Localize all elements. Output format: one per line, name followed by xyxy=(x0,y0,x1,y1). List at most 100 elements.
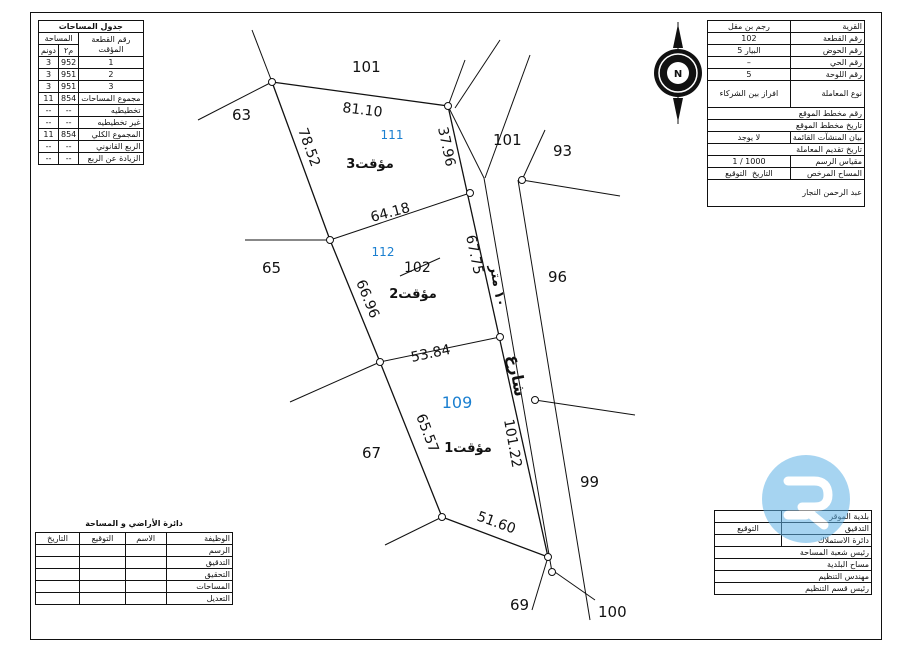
boundary-line xyxy=(521,179,621,197)
table-row: الرسم xyxy=(34,544,234,557)
table-row: 3 952 1 xyxy=(38,56,144,69)
strike-line xyxy=(399,257,441,277)
neighbor-number: 65 xyxy=(262,259,281,277)
dimension-label: 37.96 xyxy=(434,126,458,169)
dimension-label: 78.52 xyxy=(294,126,323,169)
neighbor-number: 101 xyxy=(352,58,381,76)
table-row: 3 951 2 xyxy=(38,68,144,81)
compass-letter: N xyxy=(674,69,682,80)
lot-label: مؤقت2 xyxy=(389,287,437,302)
dimension-label: 65.57 xyxy=(412,412,441,455)
old-parcel-number: 102 xyxy=(404,260,431,276)
street-edge xyxy=(517,179,591,621)
neighbor-number: 93 xyxy=(553,142,572,160)
boundary-line xyxy=(551,569,596,601)
table-row: التاريخ التوقيع المساح المرخص xyxy=(707,167,866,180)
dimension-label: 51.60 xyxy=(475,509,518,538)
boundary-line xyxy=(534,399,636,416)
boundary-line xyxy=(384,516,443,546)
corner-marker xyxy=(268,78,276,86)
area-table-title: جدول المساحات xyxy=(38,20,144,33)
lot-id: 112 xyxy=(372,245,395,259)
division-line xyxy=(329,192,471,241)
street-edge xyxy=(484,54,531,179)
neighbor-number: 63 xyxy=(232,106,251,124)
corner-marker xyxy=(544,553,552,561)
table-row: رقم مخطط الموقع xyxy=(707,107,865,120)
boundary-line xyxy=(521,129,546,181)
dimension-label: 64.18 xyxy=(369,200,412,226)
street-width-label: ١٠ متر xyxy=(486,263,508,308)
boundary-line xyxy=(447,59,466,107)
corner-marker xyxy=(496,333,504,341)
lot-id: 111 xyxy=(381,128,404,142)
dimension-label: 66.96 xyxy=(352,278,382,321)
m2-unit: م٢ xyxy=(57,44,80,57)
neighbor-number: 67 xyxy=(362,444,381,462)
lot-id: 109 xyxy=(442,393,473,412)
table-row: -- -- تخطيطيه xyxy=(38,104,144,117)
corner-marker xyxy=(518,176,526,184)
neighbor-number: 69 xyxy=(510,596,529,614)
table-row: عبد الرحمن النجار xyxy=(707,179,865,207)
boundary-line xyxy=(531,556,549,611)
lot-label: مؤقت3 xyxy=(346,157,394,172)
area-col-header: المساحة xyxy=(37,32,80,45)
table-row: تاريخ مخطط الموقع xyxy=(707,119,865,132)
table-row: تاريخ تقديم المعاملة xyxy=(707,143,865,156)
dunum-unit: دونم xyxy=(38,44,59,57)
corner-marker xyxy=(531,396,539,404)
table-row: التعديل xyxy=(34,592,234,605)
table-row: 11 854 مجموع المساحات xyxy=(38,92,144,105)
boundary-line xyxy=(197,81,273,121)
dimension-label: 101.22 xyxy=(500,418,524,469)
table-row: المساحات xyxy=(34,580,234,593)
table-row: التحقيق xyxy=(34,568,234,581)
north-arrow-icon: N xyxy=(654,22,702,124)
dimension-label: 67.75 xyxy=(462,234,486,277)
neighbor-number: 101 xyxy=(493,131,522,149)
boundary-line xyxy=(251,29,273,83)
area-table: جدول المساحات المساحة رقم القطعة المؤقت … xyxy=(37,20,144,165)
street-edge xyxy=(447,105,485,179)
neighbor-number: 100 xyxy=(598,603,627,621)
table-row: –رقم الحي xyxy=(707,56,866,69)
boundary-line xyxy=(289,361,381,403)
corner-marker xyxy=(466,189,474,197)
dimension-label: 81.10 xyxy=(342,100,384,121)
watermark-logo-icon xyxy=(762,455,850,543)
corner-marker xyxy=(326,236,334,244)
sheet-frame xyxy=(30,12,882,640)
dept-table: التاريخ التوقيع الاسم الوظيفة الرسم التد… xyxy=(34,532,234,605)
table-row: -- -- غير تخطيطيه xyxy=(38,116,144,129)
corner-marker xyxy=(376,358,384,366)
table-row: 11 854 المجموع الكلي xyxy=(38,128,144,141)
table-row: 3 951 3 xyxy=(38,80,144,93)
street-edge xyxy=(454,39,501,109)
corner-marker xyxy=(548,568,556,576)
table-row: رئيس قسم التنظيم xyxy=(714,582,872,595)
dept-table-title: دائرة الأراضي و المساحة xyxy=(85,519,183,528)
surveyor-name: عبد الرحمن النجار xyxy=(707,179,865,207)
table-row: مساح البلدية xyxy=(714,558,872,571)
dimension-label: 53.84 xyxy=(410,342,453,366)
neighbor-number: 96 xyxy=(548,268,567,286)
table-row: رئيس شعبة المساحة xyxy=(714,546,872,559)
neighbor-number: 99 xyxy=(580,473,599,491)
street-edge xyxy=(483,177,553,573)
table-row: -- -- الزيادة عن الربع xyxy=(38,152,144,165)
table-row: مهندس التنظيم xyxy=(714,570,872,583)
division-line xyxy=(379,336,501,363)
street-name-label: شارع xyxy=(504,353,530,398)
